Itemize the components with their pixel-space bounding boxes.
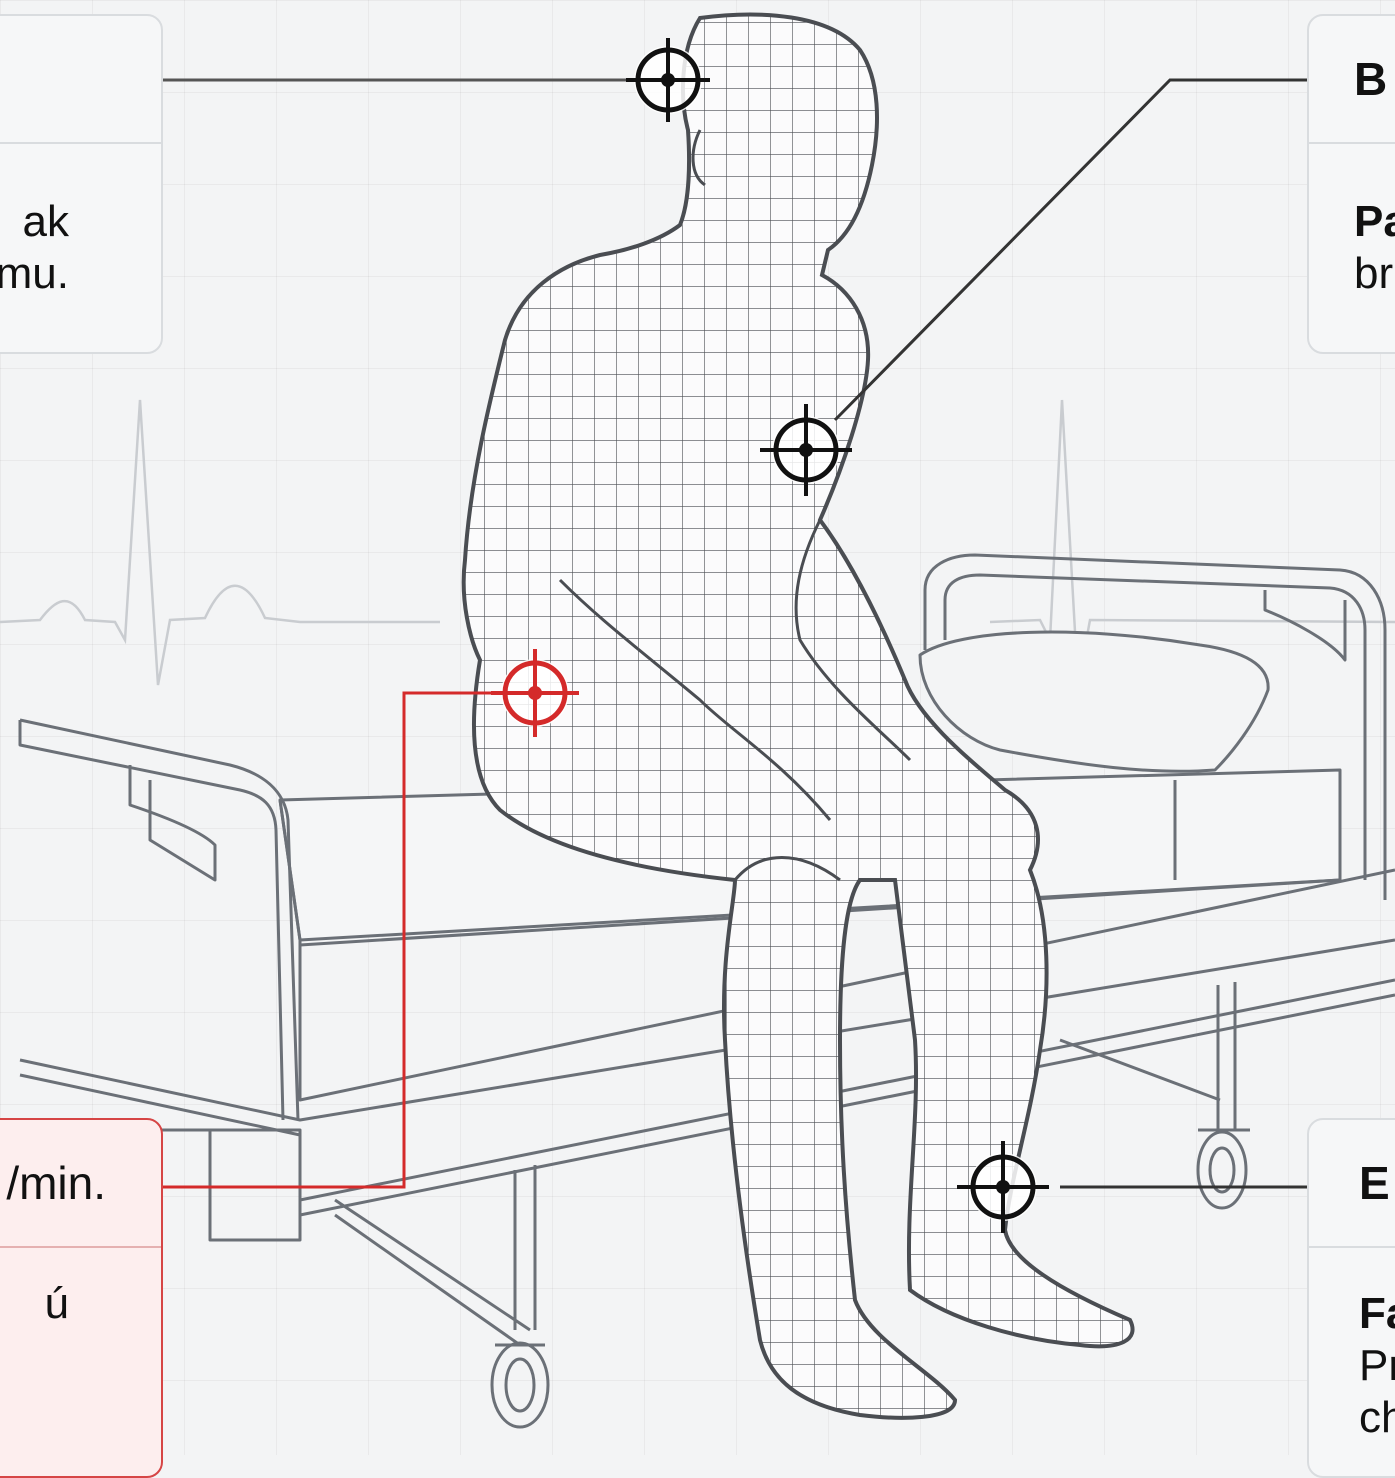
callout-b-body: Pa br bbox=[1309, 144, 1395, 322]
callout-a-body: ak mu. bbox=[0, 144, 161, 322]
callout-card-e: E Fa Pr ch bbox=[1307, 1118, 1395, 1478]
callout-d-line1: ú bbox=[0, 1278, 69, 1330]
callout-e-header: E bbox=[1309, 1120, 1395, 1248]
callout-d-header: /min. bbox=[0, 1120, 161, 1248]
callout-e-line3: ch bbox=[1359, 1392, 1395, 1444]
callout-card-d-alert: /min. ú bbox=[0, 1118, 163, 1478]
callout-card-a: ak mu. bbox=[0, 14, 163, 354]
callout-a-header bbox=[0, 16, 161, 144]
callout-a-line2: mu. bbox=[0, 248, 69, 300]
callout-e-line1: Fa bbox=[1359, 1289, 1395, 1338]
callout-d-body: ú bbox=[0, 1248, 161, 1352]
callout-e-body: Fa Pr ch bbox=[1309, 1248, 1395, 1466]
callout-a-line1: ak bbox=[0, 196, 69, 248]
callout-e-line2: Pr bbox=[1359, 1340, 1395, 1392]
callout-b-line1: Pa bbox=[1354, 197, 1395, 246]
callout-b-line2: br bbox=[1354, 248, 1395, 300]
callout-card-b: B Pa br bbox=[1307, 14, 1395, 354]
callout-b-header: B bbox=[1309, 16, 1395, 144]
